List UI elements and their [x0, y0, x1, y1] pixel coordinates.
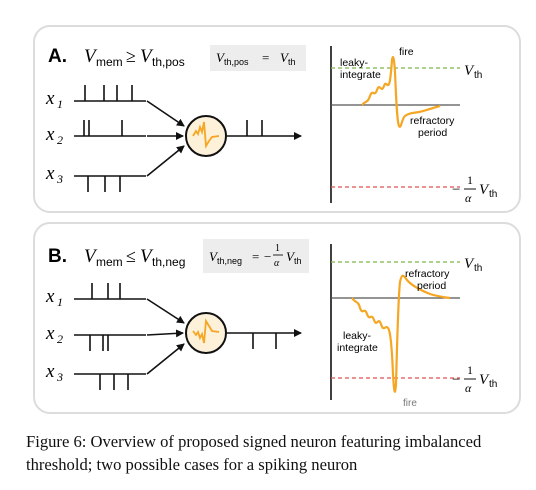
- panel-b-frame: [33, 222, 521, 414]
- panel-b-label-refractory-1: refractory: [405, 268, 450, 280]
- panel-a-neg-sub: th: [489, 189, 497, 200]
- panel-a-box-eq: =: [262, 50, 269, 65]
- panel-a-box-rhs-sub: th: [288, 57, 296, 67]
- panel-b-box-rhs: V: [286, 249, 296, 264]
- panel-a-input-x1-sub: 1: [57, 97, 63, 111]
- panel-b-neg-den: α: [465, 381, 472, 395]
- panel-b-box-lhs: V: [209, 249, 219, 264]
- panel-b-input-x2-sub: 2: [57, 332, 63, 346]
- panel-a: A. V mem ≥ V th,pos V th,pos = V th x 1 …: [33, 25, 521, 213]
- panel-b-neg-v: V: [479, 372, 490, 388]
- panel-b-membrane-plot: [330, 244, 460, 400]
- panel-a-vth-label: V: [464, 63, 475, 79]
- panel-a-neg-v: V: [479, 182, 490, 198]
- panel-b-output: [227, 329, 302, 349]
- panel-a-spike-train-3: [74, 175, 146, 192]
- panel-a-input-x2-sub: 2: [57, 133, 63, 147]
- panel-b-label-refractory-2: period: [417, 280, 446, 292]
- panel-b-label-leaky-1: leaky-: [343, 330, 372, 342]
- panel-a-cond-mem: mem: [96, 55, 123, 69]
- panel-a-letter: A.: [48, 46, 67, 67]
- panel-b-box-minus: −: [264, 249, 271, 264]
- panel-b-spike-train-3: [74, 373, 146, 390]
- panel-b-spike-train-1: [74, 283, 146, 300]
- panel-b-spike-train-2: [74, 334, 146, 351]
- panel-a-cond-th: V: [140, 46, 154, 67]
- panel-b-input-x1: x: [45, 286, 55, 307]
- panel-b-neuron: [185, 312, 227, 354]
- panel-b-vth-label: V: [464, 256, 475, 272]
- panel-a-input-x2: x: [45, 124, 55, 145]
- panel-b: B. V mem ≤ V th,neg V th,neg = − 1 α V t…: [33, 222, 521, 414]
- panel-a-neg-den: α: [465, 191, 472, 205]
- panel-a-input-x1: x: [45, 88, 55, 109]
- panel-a-equation-box: [210, 45, 306, 71]
- panel-b-neg-minus: −: [452, 372, 460, 388]
- panel-b-box-lhs-sub: th,neg: [217, 256, 242, 266]
- panel-a-label-fire: fire: [399, 46, 414, 58]
- panel-a-spike-train-2: [74, 120, 146, 137]
- panel-a-cond-op: ≥: [126, 46, 136, 66]
- panel-b-neg-sub: th: [489, 379, 497, 390]
- panel-a-label-refractory-2: period: [418, 127, 447, 139]
- panel-b-label-fire: fire: [403, 398, 417, 409]
- panel-a-spike-train-1: [74, 85, 146, 102]
- panel-a-membrane-plot: [330, 46, 460, 203]
- panel-b-neuron-trace-icon: [192, 318, 220, 344]
- panel-a-neuron: [185, 115, 227, 157]
- panel-b-box-den: α: [274, 258, 280, 269]
- panel-b-equation-box: [203, 239, 309, 273]
- signed-neuron-diagram: A. V mem ≥ V th,pos V th,pos = V th x 1 …: [33, 25, 521, 414]
- panel-a-output: [227, 120, 302, 140]
- panel-b-box-num: 1: [275, 243, 280, 254]
- panel-b-cond-mem: mem: [96, 255, 123, 269]
- panel-b-input-x3-sub: 3: [56, 370, 63, 384]
- panel-b-box-rhs-sub: th: [294, 256, 302, 266]
- panel-a-label-leaky-2: integrate: [340, 69, 381, 81]
- panel-b-input-x2: x: [45, 323, 55, 344]
- panel-b-cond-v: V: [84, 246, 98, 267]
- panel-b-input-x1-sub: 1: [57, 295, 63, 309]
- panel-a-membrane-trace: [361, 56, 441, 128]
- panel-a-box-rhs: V: [280, 50, 290, 65]
- panel-a-input-x3-sub: 3: [56, 172, 63, 186]
- panel-a-neuron-trace-icon: [192, 121, 220, 149]
- panel-b-input-arrows: [146, 298, 185, 375]
- panel-a-cond-th-sub: th,pos: [152, 55, 185, 69]
- panel-a-box-lhs-sub: th,pos: [224, 57, 249, 67]
- panel-a-frame: [33, 25, 521, 213]
- panel-a-vth-sub: th: [474, 70, 482, 81]
- figure-caption: Figure 6: Overview of proposed signed ne…: [26, 432, 482, 474]
- panel-a-input-x3: x: [45, 163, 55, 184]
- panel-b-input-x3: x: [45, 361, 55, 382]
- panel-b-box-eq: =: [252, 249, 259, 264]
- panel-a-neg-minus: −: [452, 182, 460, 198]
- panel-a-input-arrows: [146, 100, 185, 177]
- panel-b-vth-sub: th: [474, 263, 482, 274]
- panel-b-cond-th: V: [140, 246, 154, 267]
- panel-a-label-refractory-1: refractory: [410, 115, 455, 127]
- panel-a-box-lhs: V: [216, 50, 226, 65]
- panel-b-membrane-trace: [351, 274, 451, 393]
- panel-a-cond-v: V: [84, 46, 98, 67]
- panel-b-neg-num: 1: [467, 363, 473, 377]
- panel-b-letter: B.: [48, 246, 67, 267]
- panel-b-label-leaky-2: integrate: [337, 342, 378, 354]
- panel-a-neg-num: 1: [467, 173, 473, 187]
- panel-a-label-leaky-1: leaky-: [340, 57, 369, 69]
- panel-b-cond-op: ≤: [126, 246, 136, 266]
- panel-b-cond-th-sub: th,neg: [152, 255, 185, 269]
